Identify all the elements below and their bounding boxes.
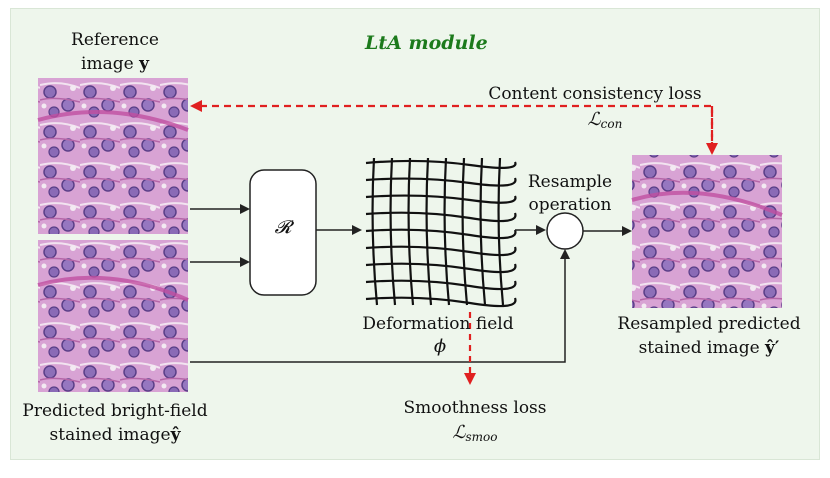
- content-loss-arrow: [190, 100, 714, 153]
- registration-symbol: 𝓡: [274, 217, 292, 238]
- smooth-loss-label: Smoothness loss: [403, 398, 547, 418]
- content-loss-label: Content consistency loss: [488, 84, 702, 104]
- deformation-label: Deformation field: [362, 314, 514, 334]
- resampled-image: [632, 155, 782, 308]
- resampled-label-line1: Resampled predicted: [617, 314, 801, 334]
- content-loss-symbol: ℒcon: [587, 109, 623, 132]
- module-title: LtA module: [365, 32, 488, 54]
- resampled-symbol: ŷ′: [765, 338, 780, 358]
- pred-to-resample-arrow: [190, 249, 570, 363]
- deformation-grid: [365, 157, 517, 308]
- predicted-label-line2: stained imageŷ: [49, 425, 181, 445]
- smooth-loss-symbol: ℒsmoo: [452, 422, 498, 445]
- registration-box: [249, 169, 317, 296]
- reference-label-line2: image y: [81, 54, 149, 74]
- predicted-label-line1: Predicted bright-field: [22, 401, 208, 421]
- predicted-symbol: ŷ: [170, 425, 181, 445]
- resampled-label-line2: stained image ŷ′: [638, 338, 780, 358]
- reference-label-line1: Reference: [71, 30, 159, 50]
- reference-symbol: y: [139, 54, 149, 74]
- resample-label-line2: operation: [528, 195, 612, 215]
- predicted-image: [38, 240, 188, 392]
- resample-node: [546, 212, 584, 250]
- resample-label-line1: Resample: [527, 172, 613, 192]
- reference-image: [38, 78, 188, 234]
- deformation-symbol: ϕ: [433, 336, 447, 357]
